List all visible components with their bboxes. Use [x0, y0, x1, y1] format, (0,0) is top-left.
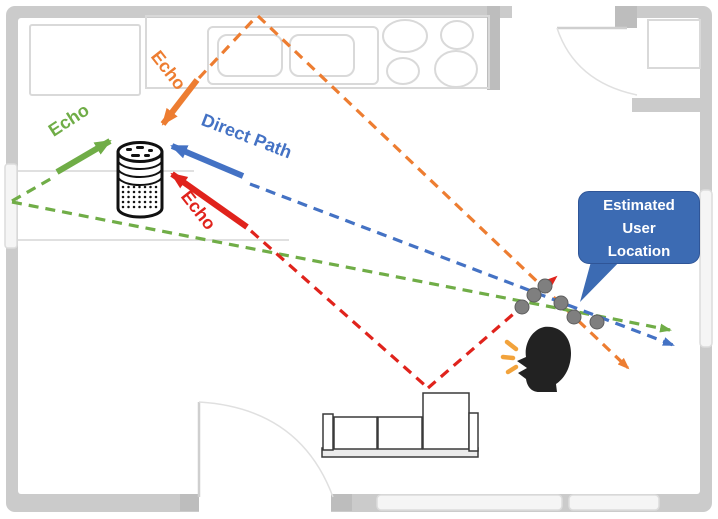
kitchen-fixtures: [18, 15, 701, 241]
bottom-window-left: [376, 494, 563, 511]
couch: [321, 392, 479, 458]
bottom-door-opening: [199, 492, 331, 514]
kitchen-island: [29, 24, 141, 96]
echo-arrow-bottom: [170, 171, 249, 230]
sink: [207, 26, 379, 85]
bottom-door-jamb-right: [331, 494, 352, 511]
couch-cushion: [377, 416, 423, 450]
bottom-door-jamb-left: [180, 494, 199, 511]
speaking-person-icon: [500, 326, 571, 392]
echo-arrow-top: [160, 78, 200, 126]
echo-path-leftwall-incoming: [11, 175, 55, 203]
doors: [197, 26, 638, 498]
echo-path-leftwall-outgoing: [11, 200, 672, 333]
top-door-jamb: [615, 6, 637, 28]
left-wall-window: [4, 163, 18, 249]
bottom-door-swing-arc: [198, 401, 334, 498]
estimate-dot: [553, 295, 569, 311]
direct-path-arrow: [170, 143, 245, 179]
stove: [382, 19, 478, 88]
burner: [386, 57, 420, 85]
couch-arm-left: [322, 413, 334, 451]
callout-tail: [580, 254, 627, 302]
top-door-swing-arc: [556, 27, 638, 96]
burner: [434, 50, 478, 88]
sink-basin-left: [217, 34, 283, 77]
echo-arrow-left: [55, 138, 112, 175]
estimate-dot: [566, 309, 582, 325]
estimated-user-location-callout: Estimated User Location: [578, 191, 700, 264]
kitchen-counter: [145, 15, 490, 89]
entry-closet: [647, 19, 701, 69]
callout-line-3: Location: [607, 243, 671, 260]
couch-arm-right: [468, 412, 479, 452]
entry-wall-stub: [632, 98, 712, 112]
echo-path-couch-incoming: [249, 229, 430, 390]
arrival-arrows: [55, 78, 249, 230]
estimated-location-dots: [514, 278, 605, 330]
echo-path-ceiling-incoming: [197, 15, 258, 80]
top-door-opening: [512, 4, 615, 20]
estimate-dot: [537, 278, 553, 294]
right-wall-window: [699, 189, 713, 348]
kitchen-divider-wall: [487, 6, 500, 90]
burner: [382, 19, 428, 53]
bottom-window-right: [568, 494, 660, 511]
callout-line-1: Estimated: [603, 197, 675, 214]
estimate-dot: [589, 314, 605, 330]
smart-speaker-icon: [116, 141, 164, 219]
burner: [440, 20, 474, 50]
speaker-grille: [121, 184, 159, 210]
estimate-dot: [514, 299, 530, 315]
estimate-dot: [526, 287, 542, 303]
couch-chaise: [422, 392, 470, 450]
couch-cushion: [333, 416, 378, 450]
sound-waves-icon: [500, 339, 519, 375]
callout-line-2: User: [622, 220, 656, 237]
